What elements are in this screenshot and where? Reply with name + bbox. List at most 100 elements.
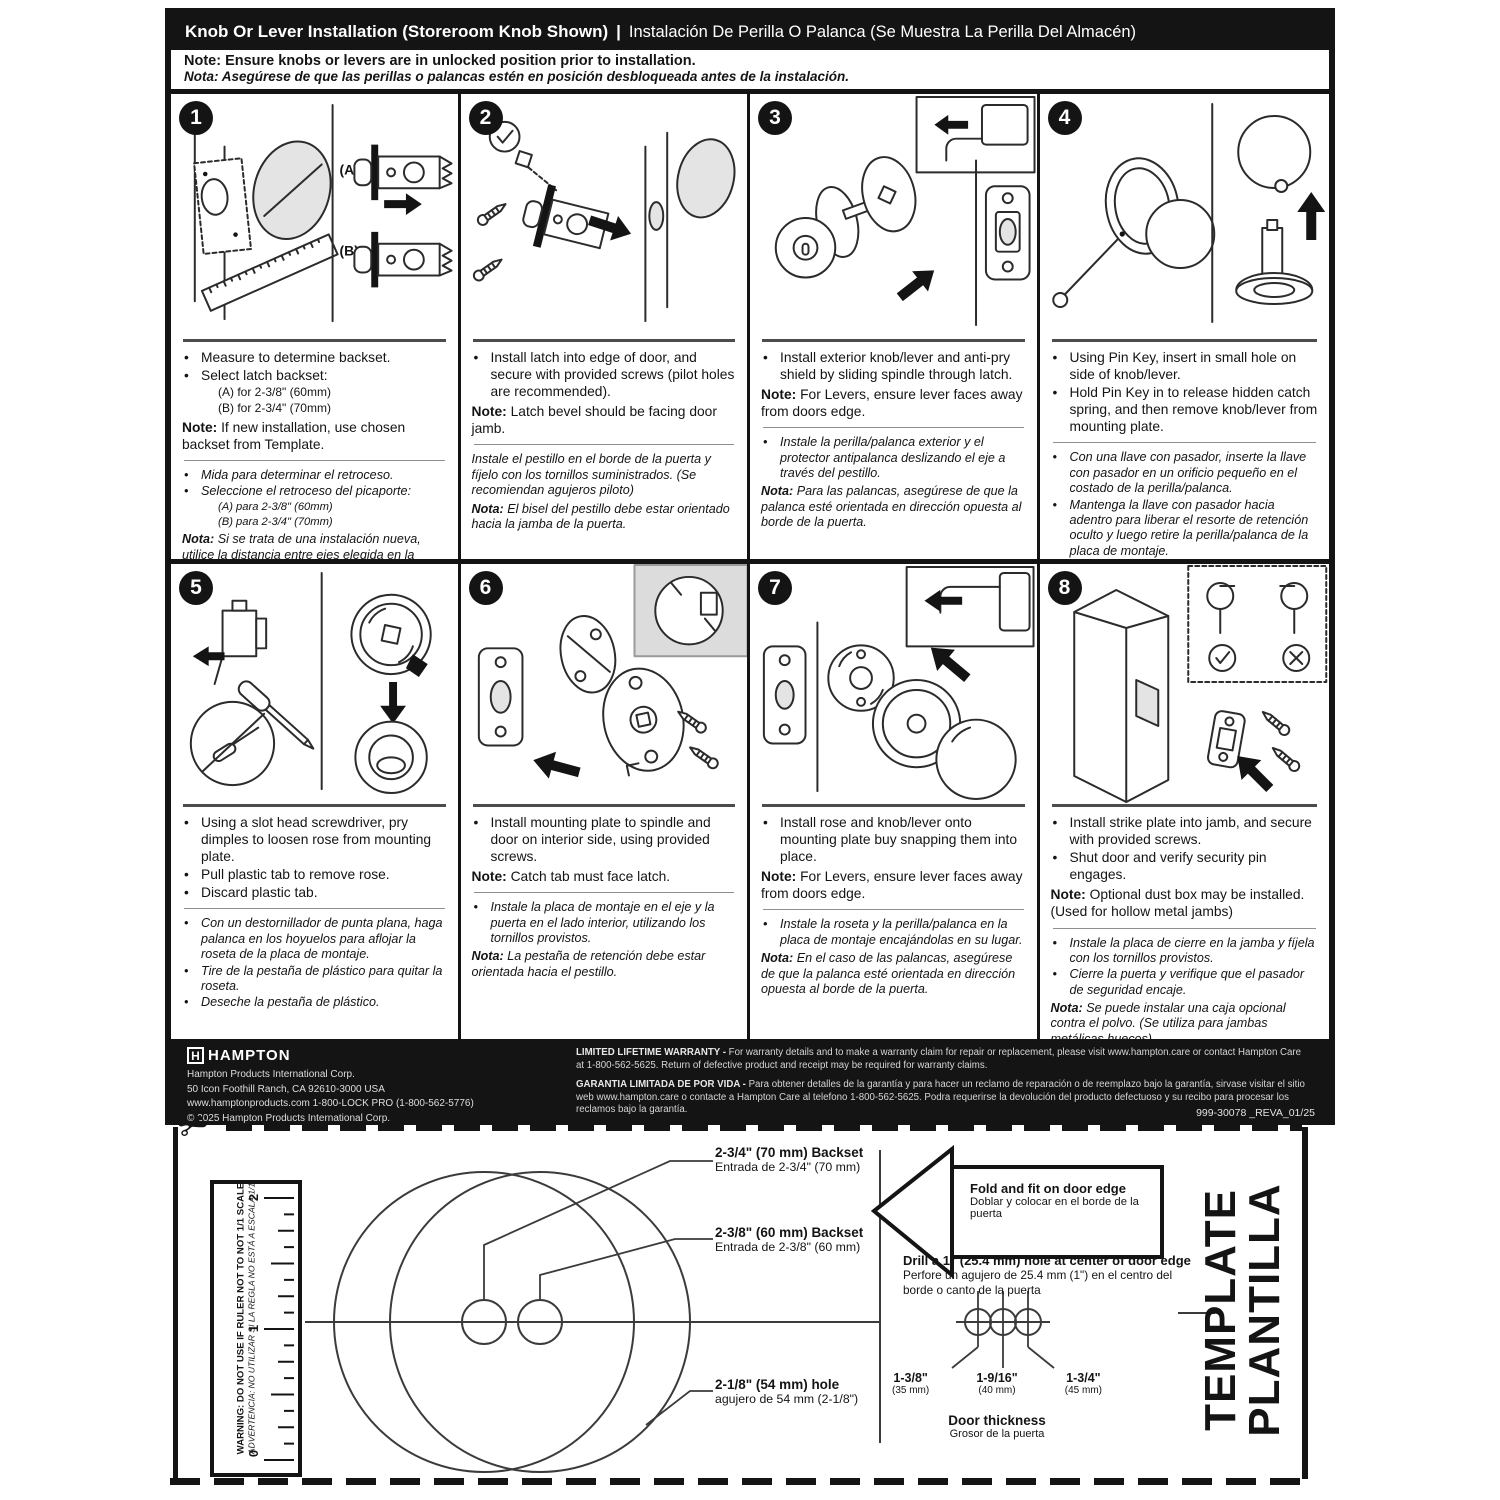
- language-divider: [1052, 927, 1316, 929]
- instruction-text: Measure to determine backset.: [201, 350, 391, 365]
- instruction-bullet: •Mantenga la llave con pasador hacia ade…: [1051, 498, 1319, 559]
- bullet-dot: •: [184, 468, 189, 483]
- hole-es: agujero de 54 mm (2-1/8"): [715, 1392, 859, 1406]
- note-text: La pestaña de retención debe estar orien…: [471, 949, 706, 979]
- ruler-warning-es: ADVERTENCIA: NO UTILIZAR SI LA REGLA NO …: [246, 1182, 257, 1455]
- instruction-sub: (B) for 2-3/4" (70mm): [218, 401, 331, 416]
- door-jamb-drawing: [1072, 589, 1169, 803]
- warranty-block: LIMITED LIFETIME WARRANTY - For warranty…: [572, 1047, 1315, 1117]
- step-number-badge: 4: [1047, 101, 1082, 135]
- instruction-bullet: •Deseche la pestaña de plástico.: [182, 995, 447, 1010]
- step-3-illustration: 3: [750, 94, 1037, 339]
- part-number: 999-30078 _REVA_01/25: [1196, 1107, 1315, 1119]
- screwdriver-drawing: [237, 680, 315, 750]
- instruction-bullet: •Mida para determinar el retroceso.: [182, 468, 447, 483]
- bullet-dot: •: [1052, 350, 1058, 365]
- step-5: 5: [171, 564, 461, 1039]
- instruction-text: Cierre la puerta y verifique que el pasa…: [1069, 967, 1305, 997]
- backset-70-en: 2-3/4" (70 mm) Backset: [715, 1145, 864, 1160]
- note-text: El bisel del pestillo debe estar orienta…: [471, 501, 730, 531]
- note-text: Optional dust box may be installed. (Use…: [1050, 887, 1305, 920]
- screw-icon: [1271, 747, 1300, 772]
- language-divider: [184, 460, 445, 462]
- instruction-bullet: • Seleccione el retroceso del picaporte:: [182, 484, 447, 499]
- step-5-es-text: •Con un destornillador de punta plana, h…: [182, 916, 447, 1010]
- instruction-text: Discard plastic tab.: [201, 885, 318, 901]
- backset-60-es: Entrada de 2-3/8" (60 mm): [715, 1240, 861, 1254]
- step-6-en-text: •Install mounting plate to spindle and d…: [472, 814, 737, 885]
- instruction-bullet: •Discard plastic tab.: [182, 884, 447, 901]
- thickness-mm: (45 mm): [1064, 1385, 1102, 1396]
- instruction-sub: (A) for 2-3/8" (60mm): [218, 385, 331, 400]
- screw-icon: [472, 258, 503, 282]
- company-web-phone: www.hamptonproducts.com 1-800-LOCK PRO (…: [187, 1098, 474, 1109]
- step-4-instructions: •Using Pin Key, insert in small hole on …: [1040, 342, 1330, 559]
- mounting-plate-drawing: [601, 667, 685, 777]
- warranty-es-label: GARANTIA LIMITADA DE POR VIDA -: [576, 1079, 746, 1091]
- hampton-h-logo-icon: H: [187, 1047, 204, 1064]
- arrow-left-icon: [924, 589, 963, 612]
- instruction-text: Con un destornillador de punta plana, ha…: [201, 916, 443, 962]
- instruction-text: Deseche la pestaña de plástico.: [201, 995, 380, 1010]
- template-title-en: TEMPLATE: [1196, 1189, 1245, 1431]
- step-5-figure: [189, 571, 432, 795]
- title-separator: |: [616, 22, 621, 41]
- bullet-dot: •: [184, 867, 189, 883]
- hole-label: 2-1/8" (54 mm) hole agujero de 54 mm (2-…: [715, 1377, 858, 1406]
- bullet-dot: •: [184, 484, 189, 499]
- door-thickness-en: Door thickness: [948, 1413, 1046, 1428]
- note-label: Note:: [761, 869, 801, 885]
- note-label: Note:: [761, 387, 801, 403]
- warranty-en-label: LIMITED LIFETIME WARRANTY -: [576, 1047, 726, 1058]
- pin-key-drawing: [1051, 292, 1068, 308]
- instruction-bullet: •Instale la placa de montaje en el eje y…: [472, 900, 737, 946]
- knob-drawing: [935, 718, 1017, 800]
- step-8: 8: [1040, 564, 1330, 1039]
- step-4-figure: [1051, 103, 1325, 323]
- note-text: Se puede instalar una caja opcional cont…: [1050, 1001, 1286, 1039]
- instruction-bullet: •Con un destornillador de punta plana, h…: [182, 916, 447, 962]
- step-4: 4: [1039, 94, 1330, 564]
- brand-name: HAMPTON: [208, 1047, 291, 1064]
- backset-60-en: 2-3/8" (60 mm) Backset: [715, 1225, 864, 1240]
- template-title-es: PLANTILLA: [1240, 1183, 1289, 1437]
- company-block: H HAMPTON Hampton Products International…: [187, 1047, 572, 1124]
- warranty-es-text: Para obtener detalles de la garantía y p…: [576, 1079, 1305, 1116]
- knob-drawing: [1144, 199, 1215, 269]
- step-6: 6: [461, 564, 750, 1039]
- step-5-en-text: • Using a slot head screwdriver, pry dimp…: [182, 814, 447, 901]
- screw-icon: [476, 203, 507, 226]
- drill-en: Drill a 1" (25.4 mm) hole at center of d…: [903, 1253, 1191, 1268]
- step-6-illustration: 6: [461, 564, 747, 804]
- note-label: Nota:: [471, 501, 508, 516]
- instruction-text: Using a slot head screwdriver, pry dimpl…: [201, 815, 432, 865]
- copyright: © 2025 Hampton Products International Co…: [187, 1112, 391, 1124]
- instruction-bullet: •Cierre la puerta y verifique que el pas…: [1051, 967, 1319, 998]
- step-1-illustration: 1: [171, 94, 458, 339]
- instruction-text: Instale la placa de montaje en el eje y …: [490, 900, 715, 946]
- instruction-bullet: •Using a slot head screwdriver, pry dimp…: [182, 814, 447, 865]
- bullet-dot: •: [1052, 935, 1057, 950]
- title-bar: Knob Or Lever Installation (Storeroom Kn…: [171, 14, 1329, 50]
- drill-es: Perfore un agujero de 25.4 mm (1") en el…: [903, 1268, 1173, 1297]
- step-number-badge: 5: [179, 571, 213, 605]
- bullet-dot: •: [184, 350, 189, 365]
- step-5-illustration: 5: [171, 564, 458, 804]
- latch-b-drawing: [353, 231, 453, 288]
- note-label: Nota:: [761, 951, 797, 966]
- check-icon: [1207, 644, 1236, 672]
- step-8-illustration: 8: [1040, 564, 1330, 804]
- note-label: Note:: [471, 404, 511, 420]
- step-2-illustration: 2: [461, 94, 748, 339]
- company-address: 50 Icon Foothill Ranch, CA 92610-3000 US…: [187, 1083, 385, 1095]
- note-label: Nota:: [182, 532, 218, 547]
- instruction-note: Nota: Se puede instalar una caja opciona…: [1051, 1001, 1319, 1039]
- instruction-text: Seleccione el retroceso del picaporte:: [201, 484, 412, 499]
- steps-grid: 1: [171, 94, 1329, 1039]
- note-text: Si se trata de una instalación nueva, ut…: [182, 532, 421, 559]
- instruction-text: Tire de la pestaña de plástico para quit…: [201, 963, 443, 993]
- instruction-text: Con una llave con pasador, inserte la ll…: [1069, 450, 1307, 496]
- arrow-down-icon: [380, 682, 406, 724]
- step-2: 2: [460, 94, 750, 564]
- instruction-note: Note: For Levers, ensure lever faces awa…: [761, 868, 1026, 902]
